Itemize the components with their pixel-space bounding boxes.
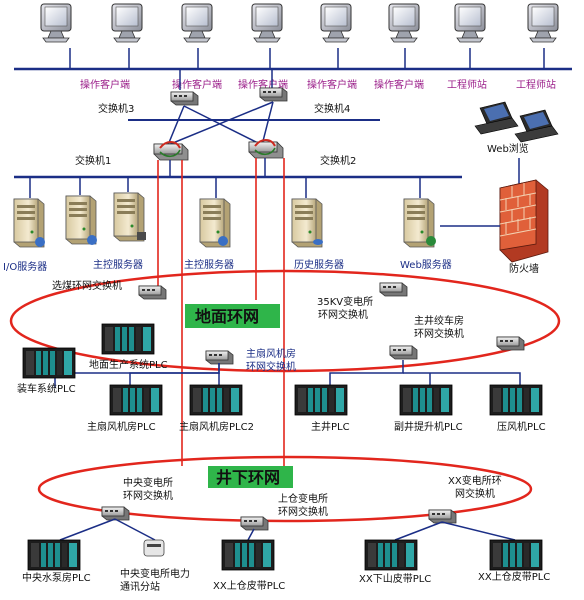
plc-label: XX上仓皮带PLC [213,579,285,592]
switch-2-icon [248,139,284,159]
plc-icon [489,539,543,571]
central-switch-label: 环网交换机 [123,489,173,502]
plc-icon [109,384,163,416]
switch-2-label: 交换机2 [320,154,356,167]
underground-ring-label-bg [208,466,293,488]
central-switch-icon [101,506,130,521]
kv35-switch-label: 环网交换机 [318,308,368,321]
kv35-switch-icon [379,282,408,297]
plc-icon [101,323,155,355]
plc-icon [399,384,453,416]
xx-switch-label: XX变电所环 [448,474,502,487]
fan-switch-label: 环网交换机 [246,360,296,373]
history-server-label: 历史服务器 [294,258,344,271]
client-label: 操作客户端 [307,78,357,91]
underground-ring-label: 井下环网 [216,468,280,487]
engineer-station-label: 工程师站 [516,78,556,91]
monitor-drops [69,48,545,69]
plc-label: XX上仓皮带PLC [478,570,550,583]
surface-plc-links [54,360,521,388]
xx-switch-icon [428,509,457,524]
hoist-switch-label: 主井绞车房 [414,314,464,327]
web-server-label: Web服务器 [400,258,452,271]
engineer-station-label: 工程师站 [447,78,487,91]
plc-label: 地面生产系统PLC [89,358,168,371]
coal-switch-icon [138,285,167,300]
hoist-switch-icon [496,336,525,351]
plc-label: XX下山皮带PLC [359,572,431,585]
firewall-icon [499,179,549,263]
plc-icon [489,384,543,416]
coal-switch-label: 选煤环网交换机 [52,279,122,292]
plc-label: 装车系统PLC [17,382,76,395]
upper-switch-label: 上仓变电所 [278,492,328,505]
fan-switch-label: 主扇风机房 [246,347,296,360]
plc-icon [27,539,81,571]
sw-links [167,101,274,146]
plc-label: 主井PLC [311,420,350,433]
switch-1-label: 交换机1 [75,154,111,167]
surface-ring-label-bg [185,304,280,328]
fan-switch-icon [205,350,234,365]
laptop-icon [514,109,559,143]
server-drops [29,177,421,198]
upper-switch-label: 环网交换机 [278,505,328,518]
monitor-icon [251,3,283,43]
monitor-icon [388,3,420,43]
monitor-icon [40,3,72,43]
xx-switch-label: 网交换机 [455,487,495,500]
switch-4-icon [259,87,288,102]
hoist-switch-label: 环网交换机 [414,327,464,340]
switch-3-icon [170,91,199,106]
sw12-drops [169,158,266,177]
plc-icon [294,384,348,416]
fiber-links [157,158,285,466]
upper-switch-icon [240,516,269,531]
central-switch-label: 中央变电所 [123,476,173,489]
comm-station-label: 中央变电所电力 [120,567,190,580]
user-icon [87,235,97,245]
io-server-label: I/O服务器 [3,260,47,273]
hoist-switch-icon [389,345,418,360]
plc-icon [22,347,76,379]
web-browse-label: Web浏览 [487,142,529,155]
monitor-icon [454,3,486,43]
user-icon [35,237,45,247]
kv35-switch-label: 35KV变电所 [317,295,373,308]
plc-icon [364,539,418,571]
switch-4-label: 交换机4 [314,102,350,115]
plc-label: 主扇风机房PLC2 [179,420,254,433]
globe-icon [218,236,228,246]
control-server-label: 主控服务器 [93,258,143,271]
comm-station-label: 通讯分站 [120,580,160,593]
printer-icon [137,232,146,240]
switch-1-icon [153,141,189,161]
plc-label: 压风机PLC [497,420,546,433]
globe-icon [426,236,436,246]
plc-label: 中央水泵房PLC [22,571,91,584]
plc-label: 主扇风机房PLC [87,420,156,433]
surface-ring-label: 地面环网 [195,307,259,326]
client-label: 操作客户端 [374,78,424,91]
database-icon [313,239,323,245]
comm-station-icon [143,539,165,557]
monitor-icon [111,3,143,43]
monitor-icon [181,3,213,43]
firewall-label: 防火墙 [509,262,539,275]
monitor-icon [320,3,352,43]
underground-plc-links [59,518,516,541]
monitor-icon [527,3,559,43]
control-server-label: 主控服务器 [184,258,234,271]
plc-label: 副井提升机PLC [394,420,463,433]
switch-3-label: 交换机3 [98,102,134,115]
underground-ring [37,455,533,523]
client-label: 操作客户端 [80,78,130,91]
plc-icon [189,384,243,416]
surface-ring [9,269,561,373]
client-label: 操作客户端 [172,78,222,91]
sw34-uplinks [179,69,273,90]
plc-icon [221,539,275,571]
laptop-icon [474,101,519,135]
